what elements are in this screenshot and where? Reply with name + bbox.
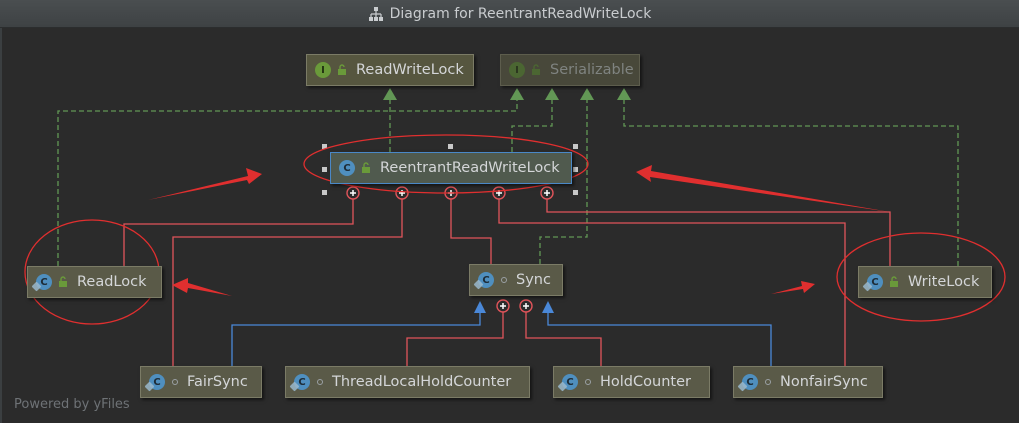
public-lock-icon bbox=[360, 162, 372, 174]
edge-readlock-reentrant bbox=[123, 199, 354, 266]
node-label: ReentrantReadWriteLock bbox=[380, 160, 560, 176]
node-nonfairsync[interactable]: C NonfairSync bbox=[733, 366, 883, 398]
inner-class-icon: C bbox=[867, 274, 883, 290]
edge-nonfairsync-sync bbox=[547, 312, 772, 366]
node-label: Serializable bbox=[550, 62, 634, 78]
node-label: ThreadLocalHoldCounter bbox=[332, 374, 512, 390]
interface-icon: I bbox=[315, 62, 331, 78]
edge-nonfairsync-reentrant bbox=[498, 199, 846, 366]
node-readwritelock[interactable]: I ReadWriteLock bbox=[306, 54, 474, 86]
inner-class-icon: C bbox=[742, 374, 758, 390]
extends-edges bbox=[231, 312, 772, 366]
implements-arrowheads bbox=[383, 88, 631, 100]
edge-reentrant-serializable bbox=[511, 100, 553, 152]
node-serializable[interactable]: I Serializable bbox=[500, 54, 640, 86]
node-fairsync[interactable]: C FairSync bbox=[140, 366, 262, 398]
node-label: NonfairSync bbox=[780, 374, 868, 390]
node-threadlocalholdcounter[interactable]: C ThreadLocalHoldCounter bbox=[285, 366, 530, 398]
inner-class-edges bbox=[123, 199, 891, 366]
node-label: HoldCounter bbox=[600, 374, 691, 390]
inner-class-icon: C bbox=[478, 272, 494, 288]
package-private-icon bbox=[765, 379, 771, 385]
package-private-icon bbox=[585, 379, 591, 385]
edge-sync-serializable bbox=[539, 100, 588, 264]
class-icon: C bbox=[339, 160, 355, 176]
node-reentrantreadwritelock[interactable]: C ReentrantReadWriteLock bbox=[330, 152, 572, 184]
selection-handles bbox=[322, 144, 578, 195]
powered-by-label: Powered by yFiles bbox=[14, 397, 130, 412]
node-label: FairSync bbox=[187, 374, 248, 390]
inner-class-icon: C bbox=[294, 374, 310, 390]
annotation-arrows bbox=[148, 165, 890, 296]
node-label: WriteLock bbox=[908, 274, 980, 290]
inner-class-icon: C bbox=[562, 374, 578, 390]
edge-fairsync-sync bbox=[231, 312, 481, 366]
node-sync[interactable]: C Sync bbox=[469, 264, 563, 296]
diagram-canvas[interactable] bbox=[0, 28, 1019, 423]
edge-holdcounter-sync bbox=[525, 312, 602, 366]
package-private-icon bbox=[501, 277, 507, 283]
package-private-icon bbox=[172, 379, 178, 385]
node-readlock[interactable]: C ReadLock bbox=[27, 266, 162, 298]
inner-class-icon: C bbox=[36, 274, 52, 290]
edge-readlock-serializable bbox=[57, 100, 518, 266]
window-title: Diagram for ReentrantReadWriteLock bbox=[389, 5, 652, 22]
public-lock-icon bbox=[336, 64, 348, 76]
extends-arrowheads bbox=[474, 301, 554, 313]
edge-writelock-serializable bbox=[623, 100, 959, 266]
interface-icon: I bbox=[509, 62, 525, 78]
node-label: Sync bbox=[516, 272, 551, 288]
implements-edges bbox=[57, 100, 959, 266]
public-lock-icon bbox=[530, 64, 542, 76]
edge-writelock-reentrant bbox=[546, 199, 891, 266]
inner-class-icon: C bbox=[149, 374, 165, 390]
node-writelock[interactable]: C WriteLock bbox=[858, 266, 992, 298]
edge-sync-reentrant bbox=[450, 199, 492, 264]
edge-threadlocal-sync bbox=[406, 312, 504, 366]
node-label: ReadWriteLock bbox=[356, 62, 464, 78]
edge-fairsync-reentrant bbox=[172, 199, 403, 366]
package-private-icon bbox=[317, 379, 323, 385]
hierarchy-icon bbox=[368, 6, 384, 22]
node-holdcounter[interactable]: C HoldCounter bbox=[553, 366, 710, 398]
public-lock-icon bbox=[888, 276, 900, 288]
node-label: ReadLock bbox=[77, 274, 147, 290]
public-lock-icon bbox=[57, 276, 69, 288]
window-title-bar: Diagram for ReentrantReadWriteLock bbox=[0, 0, 1019, 28]
